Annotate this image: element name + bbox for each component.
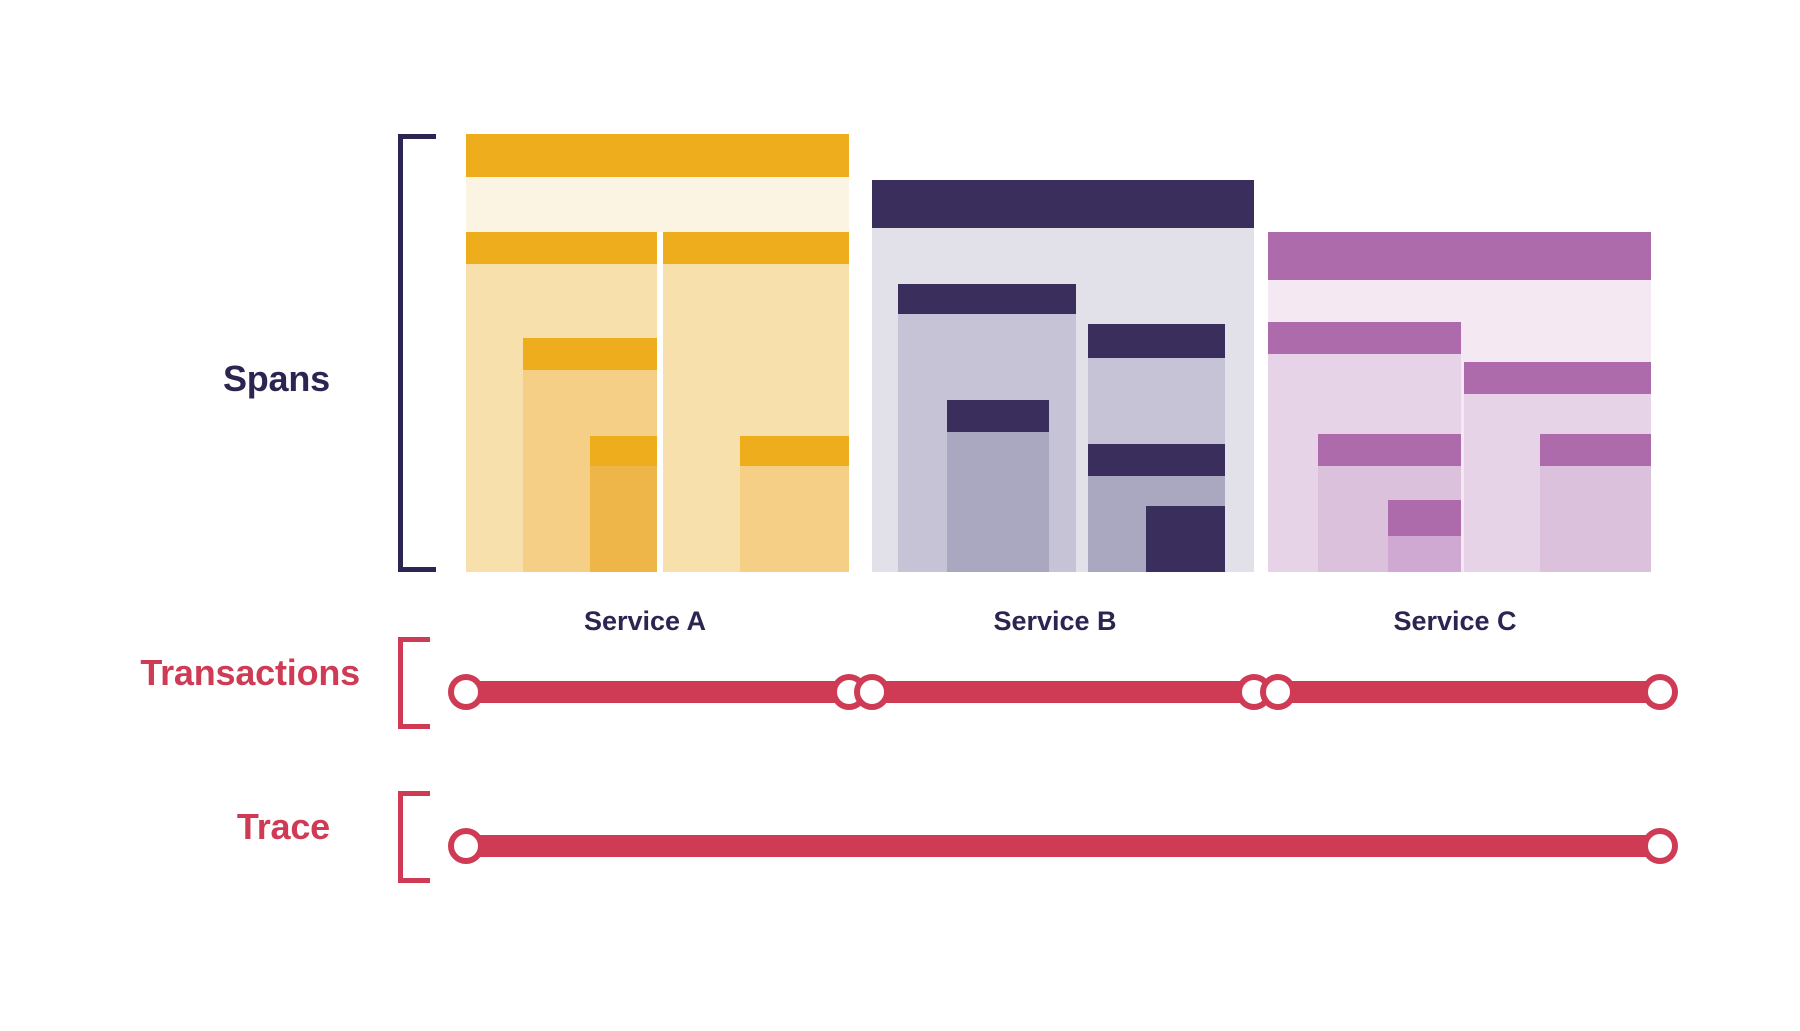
span-c3-head (1268, 322, 1461, 354)
span-a5-head (523, 338, 657, 370)
span-a6-head (590, 436, 657, 466)
transaction-a-start-dot[interactable] (448, 674, 484, 710)
span-c7-head (1388, 500, 1461, 536)
spans-row-label: Spans (222, 358, 330, 399)
span-b3-head (898, 284, 1076, 314)
service-c-label: Service C (1393, 606, 1517, 636)
span-c4-head (1464, 362, 1651, 394)
span-a7-head (740, 436, 849, 466)
span-c1 (1268, 232, 1651, 280)
transaction-b[interactable] (872, 681, 1254, 703)
transactions-bracket (398, 637, 430, 729)
spans-chart: Service A Service B Service C (466, 134, 1651, 636)
span-a1 (466, 134, 849, 177)
trace-start-dot[interactable] (448, 828, 484, 864)
transaction-b-start-dot[interactable] (854, 674, 890, 710)
trace-end-dot[interactable] (1642, 828, 1678, 864)
transactions-timeline (0, 662, 1800, 742)
service-c-group (1268, 232, 1651, 572)
transactions-row-label: Transactions (140, 652, 360, 693)
transaction-c-end-dot[interactable] (1642, 674, 1678, 710)
span-b5-head (1088, 324, 1225, 358)
span-c6-head (1540, 434, 1651, 466)
span-b6-head (1088, 444, 1225, 476)
trace-timeline (0, 816, 1800, 896)
span-a4-head (663, 232, 849, 264)
service-a-group (466, 134, 849, 572)
transaction-a[interactable] (466, 681, 849, 703)
span-b4-head (947, 400, 1049, 432)
service-b-group (872, 180, 1254, 572)
trace-bracket (398, 791, 430, 883)
span-b1 (872, 180, 1254, 228)
span-a3-head (466, 232, 657, 264)
service-b-label: Service B (993, 606, 1117, 636)
span-a2 (466, 177, 849, 232)
span-c5-head (1318, 434, 1461, 466)
spans-bracket (398, 134, 436, 572)
transaction-c-start-dot[interactable] (1260, 674, 1296, 710)
service-a-label: Service A (583, 606, 707, 636)
trace-span[interactable] (466, 835, 1660, 857)
transaction-c[interactable] (1278, 681, 1660, 703)
trace-row-label: Trace (236, 806, 330, 847)
span-b7 (1146, 506, 1225, 572)
